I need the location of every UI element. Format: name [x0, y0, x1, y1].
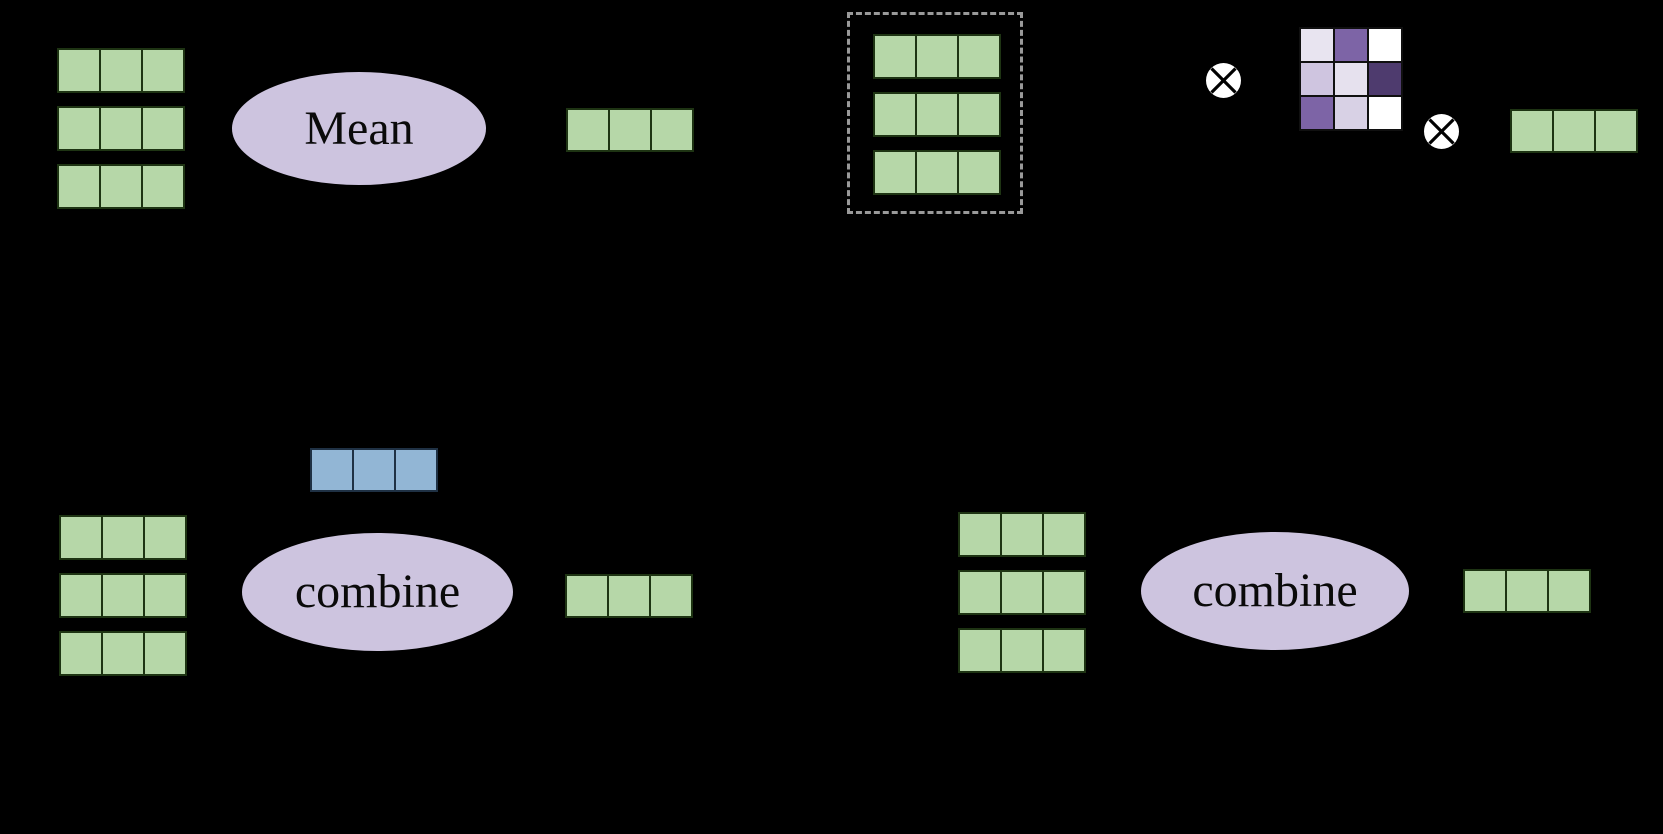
mean-input-matrix [57, 48, 185, 209]
matrix-row [958, 628, 1086, 673]
attention-weight-matrix [1299, 27, 1403, 131]
matrix-cell [1042, 570, 1086, 615]
matrix-row [958, 512, 1086, 557]
matrix-row [1299, 95, 1403, 131]
combine-left-operator-label: combine [294, 565, 461, 618]
matrix-row [57, 164, 185, 209]
matrix-cell [99, 48, 143, 93]
matrix-cell [1299, 27, 1335, 63]
matrix-cell [1000, 628, 1044, 673]
matrix-cell [1367, 95, 1403, 131]
matrix-row [873, 150, 1001, 195]
combine-left-output-vector [565, 574, 693, 618]
matrix-cell [101, 573, 145, 618]
matrix-row [958, 570, 1086, 615]
attention-node-matrix [873, 34, 1001, 195]
matrix-row [1510, 109, 1638, 153]
otimes-icon [1424, 114, 1459, 149]
matrix-cell [310, 448, 354, 492]
matrix-cell [1367, 27, 1403, 63]
mean-operator-label: Mean [304, 101, 414, 155]
matrix-cell [1552, 109, 1596, 153]
matrix-cell [873, 34, 917, 79]
matrix-cell [101, 515, 145, 560]
mean-operator-ellipse: Mean [232, 72, 486, 185]
matrix-cell [59, 573, 103, 618]
matrix-row [1299, 61, 1403, 97]
matrix-cell [99, 106, 143, 151]
matrix-cell [1333, 27, 1369, 63]
matrix-cell [101, 631, 145, 676]
matrix-cell [1333, 95, 1369, 131]
matrix-row [566, 108, 694, 152]
matrix-cell [873, 92, 917, 137]
matrix-cell [141, 106, 185, 151]
matrix-cell [57, 106, 101, 151]
matrix-cell [873, 150, 917, 195]
matrix-cell [566, 108, 610, 152]
matrix-row [59, 515, 187, 560]
matrix-cell [958, 628, 1002, 673]
otimes-icon [1206, 63, 1241, 98]
matrix-cell [1042, 512, 1086, 557]
matrix-cell [59, 515, 103, 560]
matrix-cell [915, 150, 959, 195]
matrix-cell [1505, 569, 1549, 613]
matrix-cell [650, 108, 694, 152]
matrix-row [873, 34, 1001, 79]
matrix-cell [1299, 61, 1335, 97]
combine-left-operator-ellipse: combine [242, 533, 513, 651]
matrix-cell [608, 108, 652, 152]
matrix-cell [957, 92, 1001, 137]
mean-output-vector [566, 108, 694, 152]
matrix-cell [99, 164, 143, 209]
matrix-row [59, 631, 187, 676]
matrix-cell [1042, 628, 1086, 673]
matrix-cell [141, 48, 185, 93]
matrix-cell [143, 573, 187, 618]
matrix-cell [1367, 61, 1403, 97]
matrix-cell [1510, 109, 1554, 153]
matrix-cell [607, 574, 651, 618]
matrix-cell [1000, 570, 1044, 615]
matrix-cell [1000, 512, 1044, 557]
matrix-cell [394, 448, 438, 492]
matrix-row [59, 573, 187, 618]
matrix-cell [143, 631, 187, 676]
matrix-cell [565, 574, 609, 618]
combine-right-input-matrix [958, 512, 1086, 673]
matrix-row [57, 106, 185, 151]
matrix-cell [141, 164, 185, 209]
matrix-cell [915, 92, 959, 137]
matrix-cell [1594, 109, 1638, 153]
matrix-cell [958, 512, 1002, 557]
attention-output-vector [1510, 109, 1638, 153]
matrix-row [310, 448, 438, 492]
node-set-dashed-box [847, 12, 1023, 214]
matrix-cell [957, 150, 1001, 195]
matrix-cell [1299, 95, 1335, 131]
matrix-row [565, 574, 693, 618]
matrix-cell [1463, 569, 1507, 613]
matrix-cell [143, 515, 187, 560]
matrix-cell [352, 448, 396, 492]
combine-weight-vector [310, 448, 438, 492]
combine-right-operator-ellipse: combine [1141, 532, 1409, 650]
matrix-cell [57, 164, 101, 209]
matrix-cell [59, 631, 103, 676]
matrix-row [873, 92, 1001, 137]
combine-left-input-matrix [59, 515, 187, 676]
matrix-cell [57, 48, 101, 93]
combine-right-operator-label: combine [1192, 564, 1358, 617]
matrix-row [1299, 27, 1403, 63]
matrix-cell [1333, 61, 1369, 97]
combine-right-output-vector [1463, 569, 1591, 613]
matrix-cell [957, 34, 1001, 79]
matrix-cell [649, 574, 693, 618]
matrix-row [57, 48, 185, 93]
matrix-row [1463, 569, 1591, 613]
matrix-cell [958, 570, 1002, 615]
matrix-cell [1547, 569, 1591, 613]
matrix-cell [915, 34, 959, 79]
